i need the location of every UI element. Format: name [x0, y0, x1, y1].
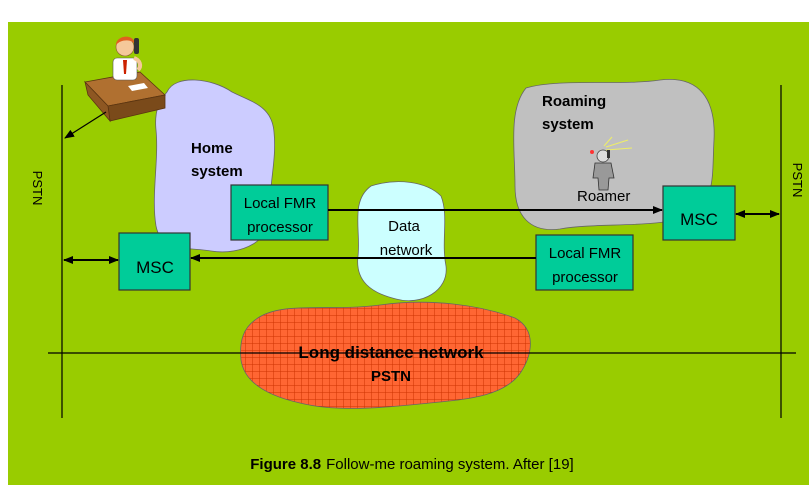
fmr-right-label-line1: Local FMR: [549, 245, 622, 262]
roamer-with-phone-icon: [590, 136, 633, 191]
person-at-desk-phone-icon: [84, 36, 166, 123]
local-fmr-processor-left-box: [230, 184, 329, 241]
data-network-label-line2: network: [380, 242, 433, 259]
figure-caption-label: Figure 8.8: [250, 456, 321, 473]
msc-right-label: MSC: [680, 210, 718, 229]
fmr-right-label-line2: processor: [552, 269, 618, 286]
msc-right-box: [662, 185, 736, 241]
fmr-left-label-line2: processor: [247, 219, 313, 236]
fmr-left-label-line1: Local FMR: [244, 195, 317, 212]
data-network-label-line1: Data: [388, 218, 420, 235]
long-distance-label-line2: PSTN: [371, 368, 411, 385]
figure-caption: Figure 8.8 Follow-me roaming system. Afte…: [250, 456, 573, 473]
roaming-system-label-line1: Roaming: [542, 93, 606, 110]
data-network-cloud: [357, 181, 447, 302]
roamer-label: Roamer: [577, 188, 630, 205]
msc-left-box: [118, 232, 191, 291]
home-system-label-line2: system: [191, 163, 243, 180]
figure-caption-text: Follow-me roaming system. After [19]: [326, 456, 574, 473]
pstn-right-label: PSTN: [790, 163, 805, 198]
msc-left-label: MSC: [136, 258, 174, 277]
long-distance-label-line1: Long distance network: [298, 343, 484, 362]
local-fmr-processor-right-box: [535, 234, 634, 291]
long-distance-network-cloud: [240, 301, 531, 409]
home-system-label-line1: Home: [191, 140, 233, 157]
roaming-system-label-line2: system: [542, 116, 594, 133]
operator-to-pstn-arrow: [64, 111, 107, 139]
pstn-left-label: PSTN: [30, 171, 45, 206]
